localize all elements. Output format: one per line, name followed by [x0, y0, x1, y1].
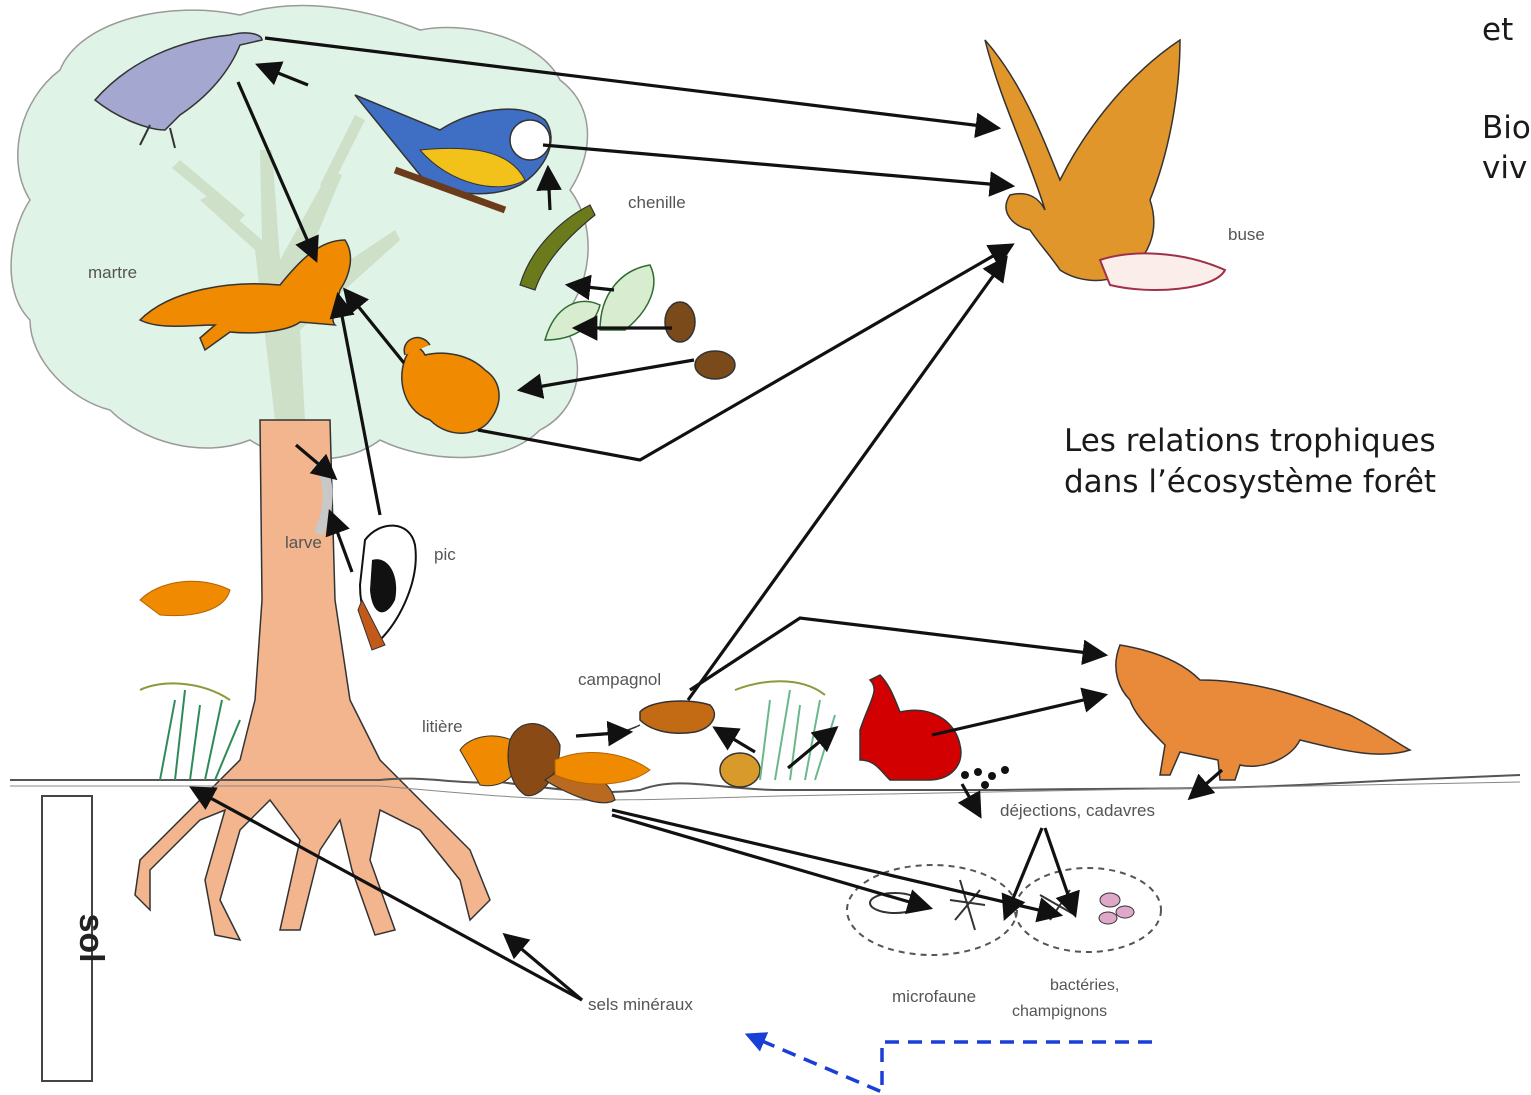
falling-leaf	[140, 581, 230, 615]
side-text-viv: viv	[1482, 148, 1527, 188]
microfauna-icons	[870, 880, 985, 930]
mineral-cycle-path	[748, 1035, 1152, 1092]
fox	[1116, 645, 1410, 780]
side-text-et: et	[1482, 10, 1513, 50]
label-larve: larve	[285, 533, 322, 552]
side-text-bio: Bio	[1482, 108, 1531, 148]
droppings	[961, 766, 1009, 789]
tree-trunk	[135, 420, 490, 940]
bacteria-icons	[1040, 890, 1134, 924]
label-litiere: litière	[422, 717, 463, 736]
label-pic: pic	[434, 545, 456, 564]
woodpecker	[358, 526, 416, 650]
label-microfaune: microfaune	[892, 987, 976, 1006]
label-champignons: champignons	[1012, 1003, 1107, 1020]
acorns	[665, 302, 735, 379]
label-buse: buse	[1228, 225, 1265, 244]
label-sels-mineraux: sels minéraux	[588, 995, 693, 1014]
ground-acorn	[720, 753, 760, 787]
soil-label: sol	[72, 913, 110, 962]
label-bacteries: bactéries,	[1050, 977, 1119, 994]
label-dejections: déjections, cadavres	[1000, 801, 1155, 820]
microfauna-group	[847, 865, 1017, 955]
label-campagnol: campagnol	[578, 670, 661, 689]
vole	[580, 701, 714, 735]
buzzard	[985, 40, 1225, 290]
caption-line-1: Les relations trophiques	[1064, 421, 1436, 461]
label-chenille: chenille	[628, 193, 686, 212]
hare	[860, 675, 1009, 789]
caption-line-2: dans l’écosystème forêt	[1064, 462, 1436, 502]
label-martre: martre	[88, 263, 137, 282]
grass-left	[140, 683, 240, 780]
